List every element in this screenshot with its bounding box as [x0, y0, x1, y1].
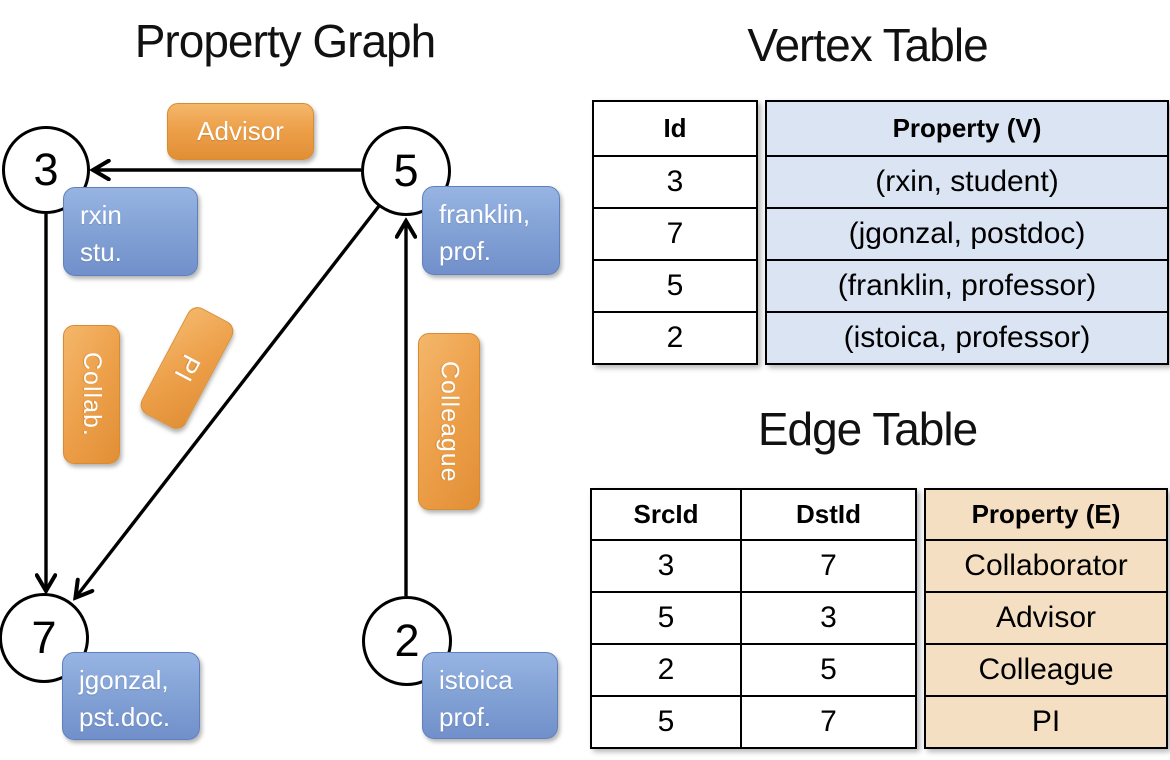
edge-label-colleague: Colleague [418, 333, 480, 510]
vertex-id-cell: 3 [592, 155, 758, 209]
vertex-label-line2: prof. [439, 236, 492, 266]
table-row: 3 [592, 155, 758, 209]
vertex-label-line2: pst.doc. [79, 702, 171, 732]
vertex-label-franklin: franklin, prof. [422, 186, 560, 275]
table-row: 2 [592, 311, 758, 365]
table-row: 2 5 [590, 643, 917, 697]
vertex-property-cell: (istoica, professor) [765, 311, 1169, 365]
edge-property-cell: PI [924, 695, 1168, 749]
edge-label-text: Collab. [78, 352, 106, 437]
vertex-label-istoica: istoica prof. [422, 652, 558, 739]
vertex-id-cell: 7 [592, 207, 758, 261]
table-row: 3 7 [590, 539, 917, 593]
table-row: 7 [592, 207, 758, 261]
edge-table-property-column: Property (E) Collaborator Advisor Collea… [924, 488, 1168, 749]
graph-edges [0, 0, 580, 760]
edge-dst-cell: 7 [740, 539, 917, 593]
vertex-label-line1: jgonzal, [79, 665, 169, 695]
vertex-property-cell: (rxin, student) [765, 155, 1169, 209]
table-row: (franklin, professor) [765, 259, 1169, 313]
vertex-id: 3 [33, 144, 59, 195]
vertex-id: 7 [31, 612, 57, 663]
vertex-label-jgonzal: jgonzal, pst.doc. [62, 652, 200, 740]
vertex-label-line2: stu. [80, 237, 122, 267]
edge-label-advisor: Advisor [167, 103, 314, 160]
edge-label-collab: Collab. [63, 325, 120, 464]
vertex-circle-2: 2 [362, 596, 452, 686]
edge-table-header-dstid: DstId [740, 488, 917, 541]
table-row: 5 7 [590, 695, 917, 749]
edge-dst-cell: 7 [740, 695, 917, 749]
table-row: (istoica, professor) [765, 311, 1169, 365]
property-graph-title: Property Graph [134, 15, 436, 67]
vertex-id-cell: 5 [592, 259, 758, 313]
edge-table-header-property: Property (E) [924, 488, 1168, 541]
vertex-label-rxin: rxin stu. [63, 187, 198, 276]
vertex-property-cell: (franklin, professor) [765, 259, 1169, 313]
vertex-circle-5: 5 [361, 126, 451, 216]
edge-property-cell: Advisor [924, 591, 1168, 645]
vertex-table-property-column: Property (V) (rxin, student) (jgonzal, p… [765, 100, 1169, 365]
table-row: 5 3 [590, 591, 917, 645]
edge-property-cell: Collaborator [924, 539, 1168, 593]
table-row: PI [924, 695, 1168, 749]
vertex-label-line1: rxin [80, 200, 122, 230]
table-row: 5 [592, 259, 758, 313]
vertex-id: 2 [394, 615, 420, 666]
edge-table-id-columns: SrcId DstId 3 7 5 3 2 5 5 7 [590, 488, 917, 749]
edge-src-cell: 2 [590, 643, 742, 697]
vertex-table-id-column: Id 3 7 5 2 [592, 100, 758, 365]
vertex-label-line1: franklin, [439, 199, 531, 229]
vertex-label-line1: istoica [439, 665, 513, 695]
vertex-label-line2: prof. [439, 702, 492, 732]
edge-label-text: Advisor [197, 116, 284, 146]
edge-src-cell: 5 [590, 591, 742, 645]
edge-table-title: Edge Table [757, 403, 978, 455]
vertex-table-title: Vertex Table [747, 19, 988, 71]
table-row: Collaborator [924, 539, 1168, 593]
edge-src-cell: 5 [590, 695, 742, 749]
edge-dst-cell: 5 [740, 643, 917, 697]
edge-src-cell: 3 [590, 539, 742, 593]
vertex-table-header-id: Id [592, 100, 758, 157]
edge-label-text: Colleague [435, 360, 464, 483]
table-row: Colleague [924, 643, 1168, 697]
vertex-id: 5 [393, 145, 419, 196]
table-row: (jgonzal, postdoc) [765, 207, 1169, 261]
vertex-table-header-property: Property (V) [765, 100, 1169, 157]
vertex-id-cell: 2 [592, 311, 758, 365]
table-row: Advisor [924, 591, 1168, 645]
table-row: (rxin, student) [765, 155, 1169, 209]
edge-property-cell: Colleague [924, 643, 1168, 697]
vertex-property-cell: (jgonzal, postdoc) [765, 207, 1169, 261]
edge-table-header-srcid: SrcId [590, 488, 742, 541]
edge-dst-cell: 3 [740, 591, 917, 645]
edge-label-text: PI [167, 349, 207, 388]
edge-line-pi-5-to-7 [76, 204, 381, 597]
